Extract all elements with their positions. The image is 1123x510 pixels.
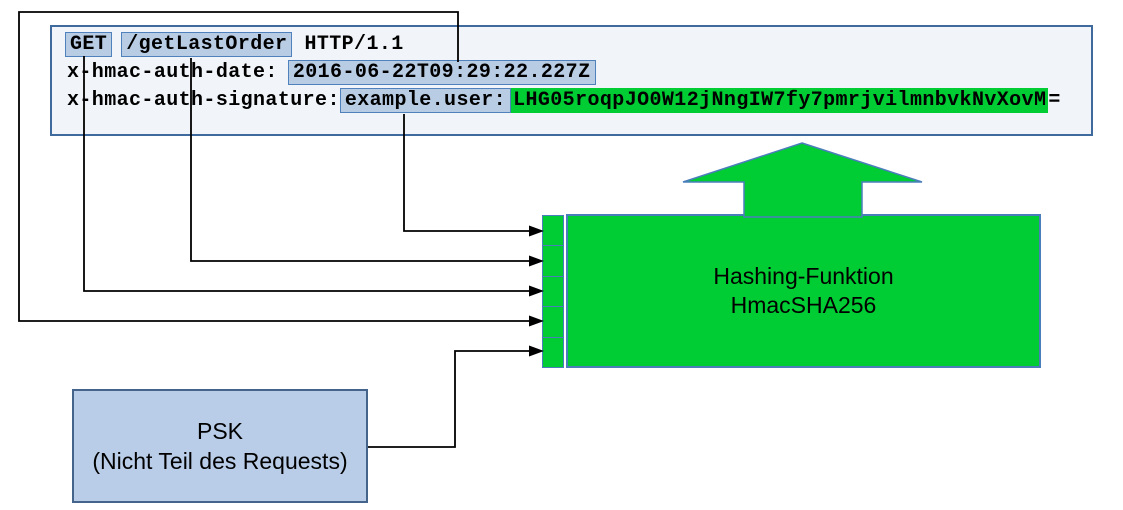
- hash-input-port-2: [542, 245, 564, 277]
- date-header-line: x-hmac-auth-date: 2016-06-22T09:29:22.22…: [67, 60, 596, 85]
- hashing-function-title: Hashing-Funktion: [713, 263, 894, 289]
- hash-input-port-1: [542, 215, 564, 247]
- psk-subtitle: (Nicht Teil des Requests): [92, 448, 348, 474]
- user-token: example.user:: [339, 88, 512, 113]
- date-header-name: x-hmac-auth-date:: [67, 61, 278, 84]
- request-line: GET /getLastOrder HTTP/1.1: [65, 32, 404, 57]
- signature-padding-text: =: [1048, 89, 1061, 112]
- hash-output-arrow-icon: [682, 142, 923, 218]
- hashing-function-box: Hashing-Funktion HmacSHA256: [566, 214, 1041, 368]
- protocol-text: HTTP/1.1: [304, 33, 404, 56]
- hash-input-port-5: [542, 336, 564, 369]
- signature-header-name: x-hmac-auth-signature:: [67, 89, 340, 112]
- hash-input-port-4: [542, 306, 564, 338]
- hash-input-port-3: [542, 275, 564, 308]
- signature-token: LHG05roqpJO0W12jNngIW7fy7pmrjvilmnbvkNvX…: [511, 88, 1049, 113]
- signature-header-line: x-hmac-auth-signature: example.user: LHG…: [67, 88, 1061, 113]
- connector-psk-to-hash: [368, 350, 529, 448]
- psk-title: PSK: [196, 418, 244, 444]
- date-token: 2016-06-22T09:29:22.227Z: [287, 60, 596, 85]
- psk-box: PSK (Nicht Teil des Requests): [72, 389, 368, 503]
- path-token: /getLastOrder: [121, 32, 293, 57]
- method-token: GET: [65, 32, 113, 57]
- hashing-function-subtitle: HmacSHA256: [730, 292, 877, 318]
- hash-input-ports: [542, 215, 564, 369]
